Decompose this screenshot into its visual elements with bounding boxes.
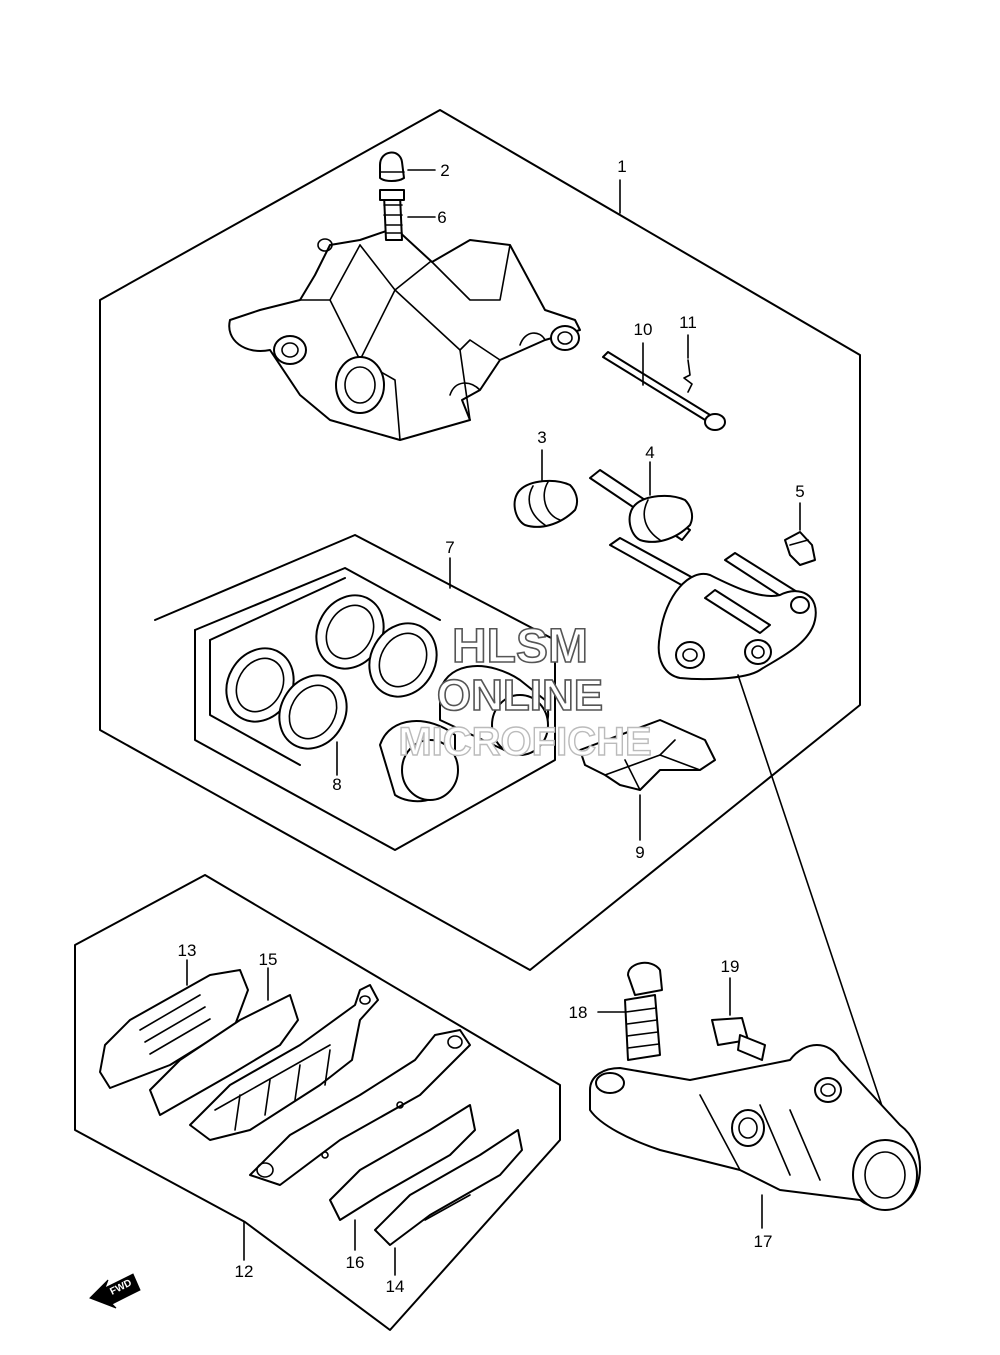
watermark: HLSM ONLINE MICROFICHE — [398, 619, 653, 765]
callout-16: 16 — [346, 1253, 365, 1272]
pad-shim-15 — [149, 994, 299, 1116]
watermark-line-1: HLSM — [452, 620, 588, 673]
sleeve-with-boot — [589, 469, 694, 543]
piston-seals — [225, 594, 438, 750]
forward-direction-arrow: FWD — [89, 1273, 141, 1309]
pad-set-box — [74, 874, 561, 1331]
callout-14: 14 — [386, 1277, 405, 1296]
bleeder-cap — [379, 151, 405, 182]
pad-pin — [602, 351, 726, 431]
watermark-line-2: ONLINE — [437, 671, 603, 720]
pad-retainer-spring — [579, 719, 716, 791]
caliper-assembly-outline — [99, 109, 861, 971]
callout-18: 18 — [569, 1003, 588, 1022]
callout-17: 17 — [754, 1232, 773, 1251]
callout-4: 4 — [645, 443, 654, 462]
pad-shim-14 — [374, 1129, 523, 1246]
caliper-bracket — [609, 537, 817, 681]
callout-15: 15 — [259, 950, 278, 969]
brake-pad-inner — [189, 984, 379, 1141]
pistons — [379, 665, 550, 803]
sleeve-bolt — [711, 1017, 766, 1061]
callout-11: 11 — [679, 313, 697, 332]
callout-8: 8 — [332, 775, 341, 794]
bleeder-valve — [379, 189, 405, 241]
callout-6: 6 — [437, 208, 446, 227]
seal-kit-box — [154, 534, 556, 851]
callout-2: 2 — [440, 161, 449, 180]
callout-9: 9 — [635, 843, 644, 862]
callout-labels: 1 2 3 4 5 6 7 8 9 10 11 12 13 14 15 16 1… — [178, 157, 805, 1296]
watermark-line-3: MICROFICHE — [398, 720, 651, 764]
caliper-mount-bracket — [589, 1044, 921, 1211]
boot-3 — [513, 479, 579, 528]
callout-5: 5 — [795, 482, 804, 501]
pin-clip — [683, 359, 693, 393]
callout-12: 12 — [235, 1262, 254, 1281]
pad-shim-13 — [99, 969, 249, 1089]
caliper-body — [228, 226, 581, 441]
callout-19: 19 — [721, 957, 740, 976]
pad-spring — [784, 531, 816, 566]
brake-pad-outer — [249, 1029, 471, 1186]
callout-1: 1 — [617, 157, 626, 176]
callout-3: 3 — [537, 428, 546, 447]
pad-shim-16 — [329, 1104, 476, 1221]
callout-7: 7 — [445, 538, 454, 557]
mounting-bolt — [624, 961, 663, 1061]
callout-13: 13 — [178, 941, 197, 960]
callout-10: 10 — [634, 320, 653, 339]
